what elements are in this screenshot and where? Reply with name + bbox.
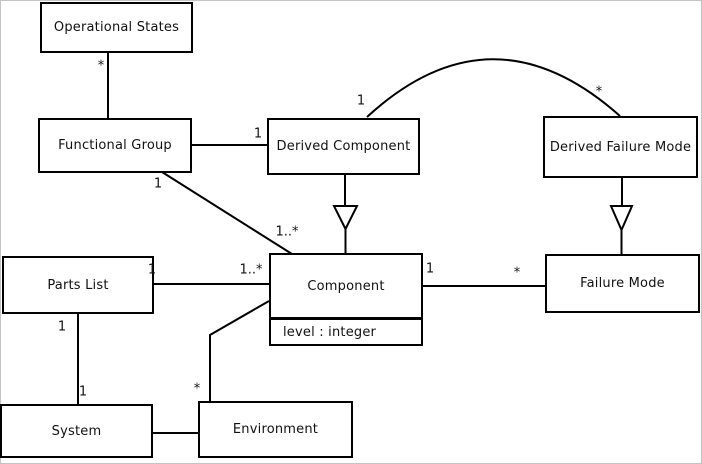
class-box-system[interactable]: System <box>0 404 153 458</box>
multiplicity-label: 1 <box>356 93 366 109</box>
class-box-functional-group[interactable]: Functional Group <box>38 118 192 173</box>
class-box-derived-component[interactable]: Derived Component <box>267 118 420 175</box>
class-box-environment[interactable]: Environment <box>198 401 353 458</box>
multiplicity-label: 1..* <box>275 224 299 240</box>
class-name-label: Derived Failure Mode <box>549 139 692 155</box>
class-name-label: System <box>51 423 102 439</box>
multiplicity-label: * <box>595 84 603 100</box>
class-name-label: Parts List <box>47 277 109 293</box>
generalization-triangle-icon <box>609 205 634 233</box>
class-attribute-compartment: level : integer <box>271 320 421 344</box>
class-name-label: Failure Mode <box>580 276 665 291</box>
class-box-failure-mode[interactable]: Failure Mode <box>545 254 700 313</box>
class-name-label: Environment <box>232 422 319 437</box>
multiplicity-label: * <box>193 381 201 397</box>
generalization-triangle-icon <box>332 205 359 232</box>
multiplicity-label: 1 <box>425 261 435 277</box>
class-box-operational-states[interactable]: Operational States <box>40 2 193 53</box>
multiplicity-label: 1 <box>253 126 263 142</box>
class-box-component[interactable]: Component level : integer <box>269 253 423 346</box>
multiplicity-label: 1 <box>153 176 163 192</box>
edge-derived-component-derived-failure-mode-arc <box>366 58 621 118</box>
class-name-label: Component <box>307 278 385 294</box>
edge-functional-group-component <box>161 171 293 255</box>
multiplicity-label: * <box>513 265 521 281</box>
class-name-label: Operational States <box>53 20 180 35</box>
multiplicity-label: 1 <box>57 319 67 335</box>
multiplicity-label: 1 <box>78 384 88 400</box>
class-box-parts-list[interactable]: Parts List <box>2 256 154 314</box>
multiplicity-label: 1..* <box>239 262 263 278</box>
edge-component-environment <box>209 300 270 401</box>
class-attribute-label: level : integer <box>283 324 377 340</box>
multiplicity-label: 1 <box>147 262 157 278</box>
class-name-label: Derived Component <box>276 139 411 154</box>
class-name-label: Functional Group <box>58 138 172 153</box>
class-box-derived-failure-mode[interactable]: Derived Failure Mode <box>543 116 698 178</box>
class-name-compartment: Component <box>271 255 421 320</box>
multiplicity-label: * <box>97 58 105 74</box>
